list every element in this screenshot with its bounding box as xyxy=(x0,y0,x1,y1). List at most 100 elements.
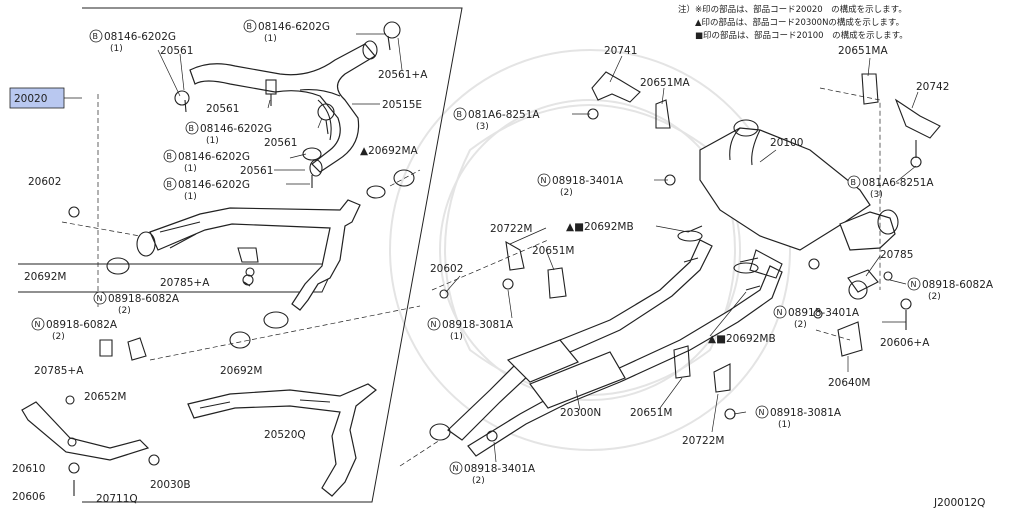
svg-text:B: B xyxy=(457,110,463,119)
part-20020-highlight[interactable]: 20020 xyxy=(9,87,65,109)
svg-text:08918-6082A: 08918-6082A xyxy=(108,293,180,305)
label-08918-3081a-b[interactable]: N 08918-3081A (1) xyxy=(755,405,842,430)
label-20640m[interactable]: 20640M xyxy=(828,377,870,389)
svg-text:(1): (1) xyxy=(778,420,791,430)
svg-text:(3): (3) xyxy=(476,122,489,132)
label-20300n[interactable]: 20300N xyxy=(560,407,601,419)
svg-text:B: B xyxy=(167,180,173,189)
svg-text:08146-6202G: 08146-6202G xyxy=(200,123,272,135)
hangers-lower xyxy=(439,240,912,420)
svg-text:B: B xyxy=(247,22,253,31)
svg-text:(1): (1) xyxy=(450,332,463,342)
label-20741[interactable]: 20741 xyxy=(604,45,637,57)
leaders-right xyxy=(445,55,919,463)
label-08146-6202g-1[interactable]: B 08146-6202G (1) xyxy=(89,29,176,54)
watermark-emblem xyxy=(389,49,791,451)
bracket-20711q[interactable] xyxy=(21,395,160,496)
label-08146-6202g-2[interactable]: B 08146-6202G (1) xyxy=(243,19,330,44)
label-20692m-a[interactable]: 20692M xyxy=(24,271,66,283)
note-line-3: ■印の部品は、部品コード20100 の構成を示します。 xyxy=(678,30,908,41)
note-line-2: ▲印の部品は、部品コード20300Nの構成を示します。 xyxy=(678,17,904,28)
svg-text:N: N xyxy=(453,464,459,473)
label-20692ma-left[interactable]: ▲20692MA xyxy=(360,145,419,157)
label-08918-6082a-a[interactable]: N 08918-6082A (2) xyxy=(93,291,180,316)
label-20651ma-a[interactable]: 20651MA xyxy=(640,77,690,89)
label-20561a-top[interactable]: 20561+A xyxy=(378,69,428,81)
label-20610[interactable]: 20610 xyxy=(12,463,45,475)
label-20692m-b[interactable]: 20692M xyxy=(220,365,262,377)
leaders-upper xyxy=(157,33,403,185)
label-20722m-a[interactable]: 20722M xyxy=(490,223,532,235)
svg-text:N: N xyxy=(911,280,917,289)
svg-text:(2): (2) xyxy=(118,306,131,316)
label-20722m-b[interactable]: 20722M xyxy=(682,435,724,447)
label-081a6-8251a-b[interactable]: B 081A6-8251A (3) xyxy=(847,175,934,200)
svg-text:(2): (2) xyxy=(472,476,485,486)
label-20785a-a[interactable]: 20785+A xyxy=(160,277,210,289)
label-08146-6202g-4[interactable]: B 08146-6202G (1) xyxy=(163,149,250,174)
label-20561-c[interactable]: 20561 xyxy=(264,137,297,149)
notes-block: 注）※印の部品は、部品コード20020 の構成を示します。 ▲印の部品は、部品コ… xyxy=(678,4,908,41)
svg-text:08146-6202G: 08146-6202G xyxy=(178,179,250,191)
label-20602-right[interactable]: 20602 xyxy=(430,263,463,275)
svg-text:B: B xyxy=(189,124,195,133)
svg-text:(1): (1) xyxy=(184,164,197,174)
label-20692mb-b[interactable]: ▲■20692MB xyxy=(708,333,776,345)
center-pipe-20300n[interactable] xyxy=(429,225,783,457)
dashed-guides-right xyxy=(399,87,881,467)
label-20100[interactable]: 20100 xyxy=(770,137,803,149)
y-pipe-20515e[interactable] xyxy=(189,40,378,177)
svg-text:N: N xyxy=(431,320,437,329)
label-20606a[interactable]: 20606+A xyxy=(880,337,930,349)
label-20692mb-a[interactable]: ▲■20692MB xyxy=(566,221,634,233)
front-pipe-assembly[interactable] xyxy=(106,169,415,349)
svg-text:(2): (2) xyxy=(560,188,573,198)
main-muffler-20100[interactable] xyxy=(699,119,899,251)
svg-text:(1): (1) xyxy=(184,192,197,202)
label-20651ma-b[interactable]: 20651MA xyxy=(838,45,888,57)
label-20602-left[interactable]: 20602 xyxy=(28,176,61,188)
label-20651m-a[interactable]: 20651M xyxy=(532,245,574,257)
assembly-frame-20020 xyxy=(82,7,463,503)
label-08918-3401a-a[interactable]: N 08918-3401A (2) xyxy=(537,173,624,198)
label-20652m[interactable]: 20652M xyxy=(84,391,126,403)
svg-text:(1): (1) xyxy=(206,136,219,146)
label-20561-b[interactable]: 20561 xyxy=(206,103,239,115)
label-08918-6082a-b[interactable]: N 08918-6082A (2) xyxy=(31,317,118,342)
label-20785[interactable]: 20785 xyxy=(880,249,913,261)
label-20515e[interactable]: 20515E xyxy=(382,99,422,111)
svg-text:B: B xyxy=(851,178,857,187)
svg-text:08918-3081A: 08918-3081A xyxy=(442,319,514,331)
diagram-code: J200012Q xyxy=(933,497,985,509)
svg-text:08918-3401A: 08918-3401A xyxy=(552,175,624,187)
note-line-1: 注）※印の部品は、部品コード20020 の構成を示します。 xyxy=(678,4,907,15)
svg-text:N: N xyxy=(541,176,547,185)
left-small-parts xyxy=(68,206,254,361)
svg-text:081A6-8251A: 081A6-8251A xyxy=(468,109,540,121)
label-20785a-b[interactable]: 20785+A xyxy=(34,365,84,377)
svg-text:(1): (1) xyxy=(110,44,123,54)
label-20651m-b[interactable]: 20651M xyxy=(630,407,672,419)
label-20561-a[interactable]: 20561 xyxy=(160,45,193,57)
svg-text:B: B xyxy=(93,32,99,41)
svg-text:(2): (2) xyxy=(52,332,65,342)
svg-text:N: N xyxy=(777,308,783,317)
pipe-20520q[interactable] xyxy=(187,383,377,497)
label-08918-3081a-a[interactable]: N 08918-3081A (1) xyxy=(427,317,514,342)
label-081a6-8251a-a[interactable]: B 081A6-8251A (3) xyxy=(453,107,540,132)
label-20711q[interactable]: 20711Q xyxy=(96,493,138,505)
label-08918-3401a-c[interactable]: N 08918-3401A (2) xyxy=(449,461,536,486)
clamp-bolts-upper xyxy=(174,21,401,188)
svg-text:08918-3081A: 08918-3081A xyxy=(770,407,842,419)
label-08918-3401a-b[interactable]: N 08918-3401A (2) xyxy=(773,305,860,330)
label-20561-d[interactable]: 20561 xyxy=(240,165,273,177)
label-20030b[interactable]: 20030B xyxy=(150,479,191,491)
label-08146-6202g-3[interactable]: B 08146-6202G (1) xyxy=(185,121,272,146)
label-20520q[interactable]: 20520Q xyxy=(264,429,306,441)
label-20742[interactable]: 20742 xyxy=(916,81,949,93)
label-08918-6082a-c[interactable]: N 08918-6082A (2) xyxy=(907,277,994,302)
svg-text:(2): (2) xyxy=(928,292,941,302)
label-20606[interactable]: 20606 xyxy=(12,491,46,503)
label-08146-6202g-5[interactable]: B 08146-6202G (1) xyxy=(163,177,250,202)
